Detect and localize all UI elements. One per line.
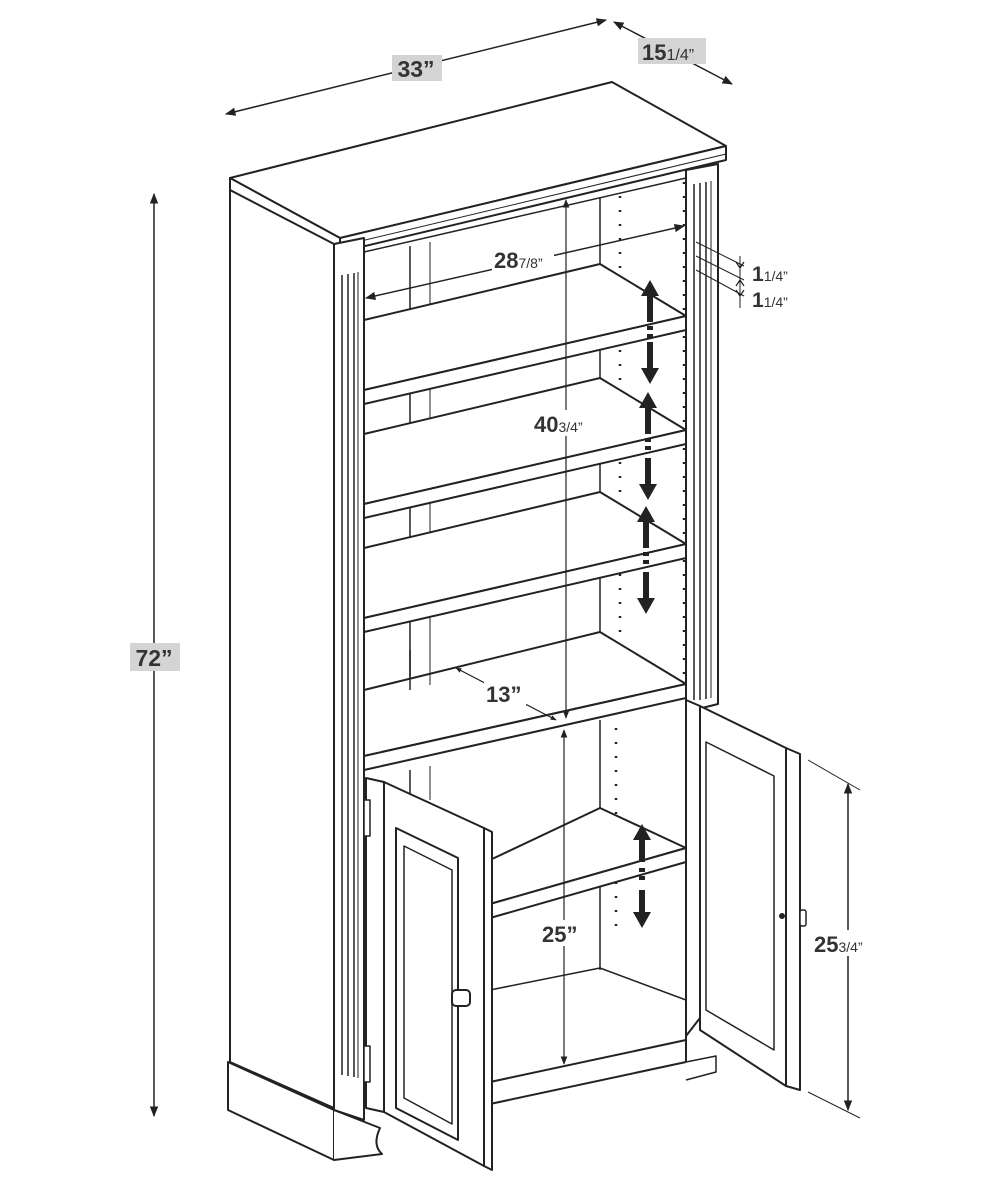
svg-text:151/4”: 151/4” [642,40,694,65]
shelf-depth-label: 13” [484,682,526,707]
height-label: 72” [130,643,180,671]
svg-text:72”: 72” [135,645,172,671]
adjustable-shelf-arrows [633,280,659,928]
shelf-adjust-arrow-icon [633,824,651,928]
shelf-adjust-arrow-icon [639,392,657,500]
lower-height-label: 25” [540,920,586,947]
shelf-adjust-arrow-icon [641,280,659,384]
svg-text:11/4”: 11/4” [752,263,788,286]
door-height-label: 253/4” [812,930,880,957]
right-stile [685,163,719,713]
svg-text:253/4”: 253/4” [814,932,863,957]
left-side-panel [227,189,383,1161]
inner-width-label: 287/8” [492,248,554,273]
bookcase-drawing [227,81,807,1171]
left-stile [333,237,365,1121]
svg-text:11/4”: 11/4” [752,289,788,312]
svg-text:13”: 13” [486,682,521,707]
shelf-1 [363,263,687,405]
trim-lower-label: 11/4” [752,289,788,312]
svg-text:25”: 25” [542,922,577,947]
trim-callout-lines [695,241,745,308]
width-label: 33” [392,55,442,82]
shelf-adjust-arrow-icon [637,506,655,614]
shelf-2 [363,377,687,519]
svg-text:403/4”: 403/4” [534,412,583,437]
depth-label: 151/4” [638,38,706,65]
svg-text:33”: 33” [397,56,434,82]
right-door [685,699,807,1091]
shelf-3 [363,491,687,633]
trim-upper-label: 11/4” [752,263,788,286]
dimension-labels: 33” 151/4” 72” 287/8” 11/4” 11/4” 403/4” [130,38,880,957]
svg-text:287/8”: 287/8” [494,248,543,273]
left-door [363,777,493,1171]
upper-height-label: 403/4” [532,410,598,437]
